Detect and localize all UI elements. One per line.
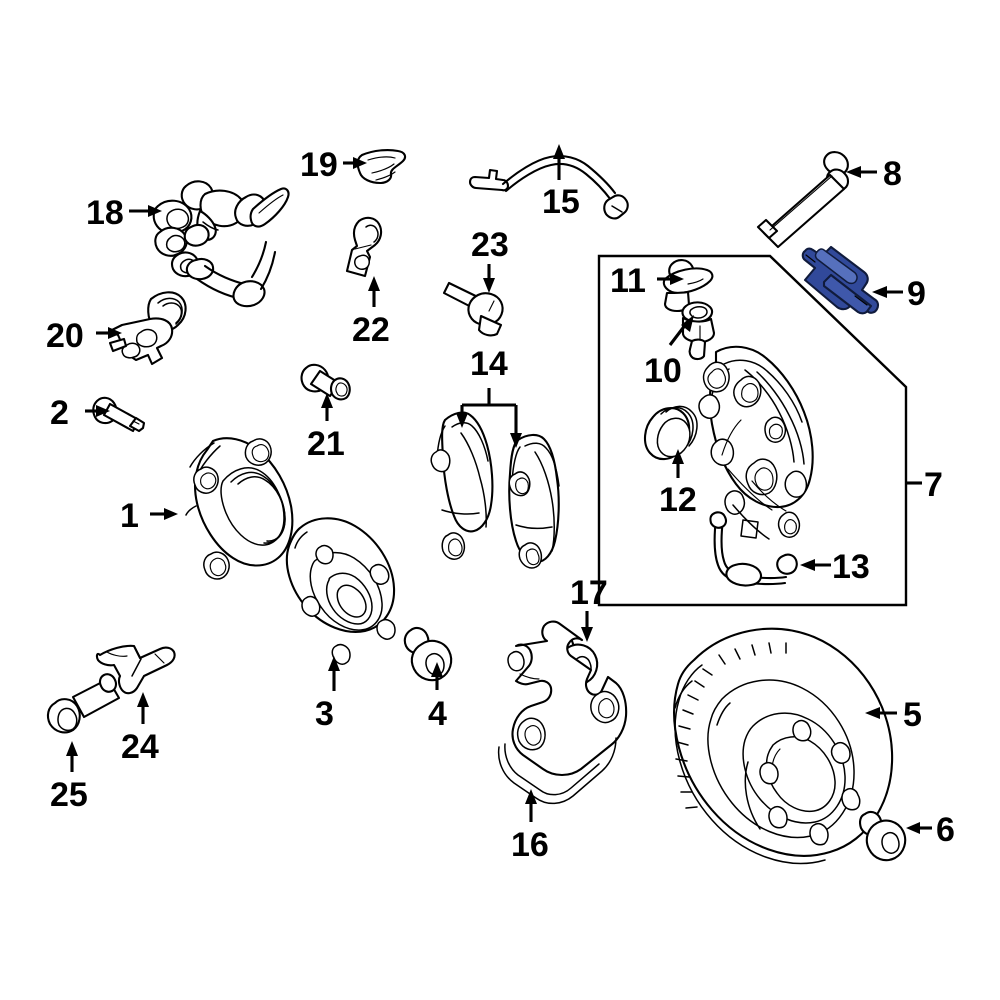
- brake-caliper-body: [698, 345, 814, 540]
- shield-screw: [300, 363, 351, 401]
- brake-pad-set: [430, 411, 560, 569]
- callout-9[interactable]: 9: [872, 275, 926, 313]
- callout-label-21: 21: [307, 425, 345, 463]
- callout-3[interactable]: 3: [315, 656, 340, 733]
- hose-retaining-bracket: [345, 216, 383, 278]
- callout-label-10: 10: [644, 352, 682, 390]
- callout-23[interactable]: 23: [471, 226, 509, 293]
- callout-label-20: 20: [46, 317, 84, 355]
- callout-label-15: 15: [542, 183, 580, 221]
- callout-label-18: 18: [86, 194, 124, 232]
- callout-label-7: 7: [924, 466, 943, 504]
- callout-14[interactable]: 14: [456, 345, 522, 448]
- sensor-wire-bracket: [356, 149, 407, 185]
- callout-label-23: 23: [471, 226, 509, 264]
- callout-20[interactable]: 20: [46, 317, 122, 355]
- callout-18[interactable]: 18: [86, 194, 162, 232]
- callout-label-3: 3: [315, 695, 334, 733]
- callout-11[interactable]: 11: [610, 262, 684, 300]
- callout-label-6: 6: [936, 811, 955, 849]
- caliper-wear-sensor-clip: [709, 511, 798, 587]
- callout-21[interactable]: 21: [307, 393, 345, 463]
- rotor-retaining-screw: [859, 810, 907, 862]
- callout-25[interactable]: 25: [50, 741, 88, 814]
- callout-4[interactable]: 4: [428, 662, 447, 733]
- callout-label-22: 22: [352, 311, 390, 349]
- hose-clip-pin: [442, 281, 504, 337]
- abs-wheel-speed-sensor: [152, 180, 290, 308]
- caliper-guide-pin-highlighted: [801, 245, 880, 315]
- callout-2[interactable]: 2: [50, 394, 110, 432]
- callout-label-1: 1: [120, 497, 139, 535]
- callout-22[interactable]: 22: [352, 276, 390, 349]
- callout-label-4: 4: [428, 695, 447, 733]
- callout-label-25: 25: [50, 776, 88, 814]
- callout-1[interactable]: 1: [120, 497, 178, 535]
- wheel-hub: [285, 517, 396, 665]
- callout-7[interactable]: 7: [906, 466, 943, 504]
- callout-label-14: 14: [470, 345, 508, 383]
- callout-6[interactable]: 6: [906, 811, 955, 849]
- callout-19[interactable]: 19: [300, 146, 367, 184]
- caliper-assembly-panel: [597, 254, 908, 607]
- callout-24[interactable]: 24: [121, 692, 159, 766]
- brake-hose: [468, 154, 629, 220]
- callout-5[interactable]: 5: [865, 696, 922, 734]
- callout-12[interactable]: 12: [659, 449, 697, 519]
- callout-17[interactable]: 17: [570, 574, 608, 642]
- bleeder-screw: [681, 301, 716, 361]
- callout-label-8: 8: [883, 155, 902, 193]
- sensor-mounting-bracket: [108, 291, 187, 366]
- callout-label-19: 19: [300, 146, 338, 184]
- callout-13[interactable]: 13: [800, 548, 870, 586]
- callout-label-9: 9: [907, 275, 926, 313]
- callout-label-5: 5: [903, 696, 922, 734]
- callout-label-2: 2: [50, 394, 69, 432]
- callout-label-16: 16: [511, 826, 549, 864]
- steering-knuckle: [185, 437, 294, 580]
- callout-label-11: 11: [610, 262, 646, 300]
- callout-10[interactable]: 10: [644, 315, 694, 390]
- sensor-bracket-bolt: [46, 673, 121, 734]
- callout-16[interactable]: 16: [511, 789, 549, 864]
- callout-label-13: 13: [832, 548, 870, 586]
- callout-15[interactable]: 15: [542, 144, 580, 221]
- caliper-mounting-bolt: [756, 151, 850, 249]
- brake-splash-shield: [497, 620, 628, 805]
- piston-seal: [644, 405, 698, 461]
- callout-label-17: 17: [570, 574, 608, 612]
- callout-8[interactable]: 8: [846, 155, 902, 193]
- hub-bolt: [403, 626, 453, 682]
- abs-sensor-harness-clip: [95, 644, 176, 695]
- callout-label-24: 24: [121, 728, 159, 766]
- callout-label-12: 12: [659, 481, 697, 519]
- brake-rotor: [673, 627, 894, 865]
